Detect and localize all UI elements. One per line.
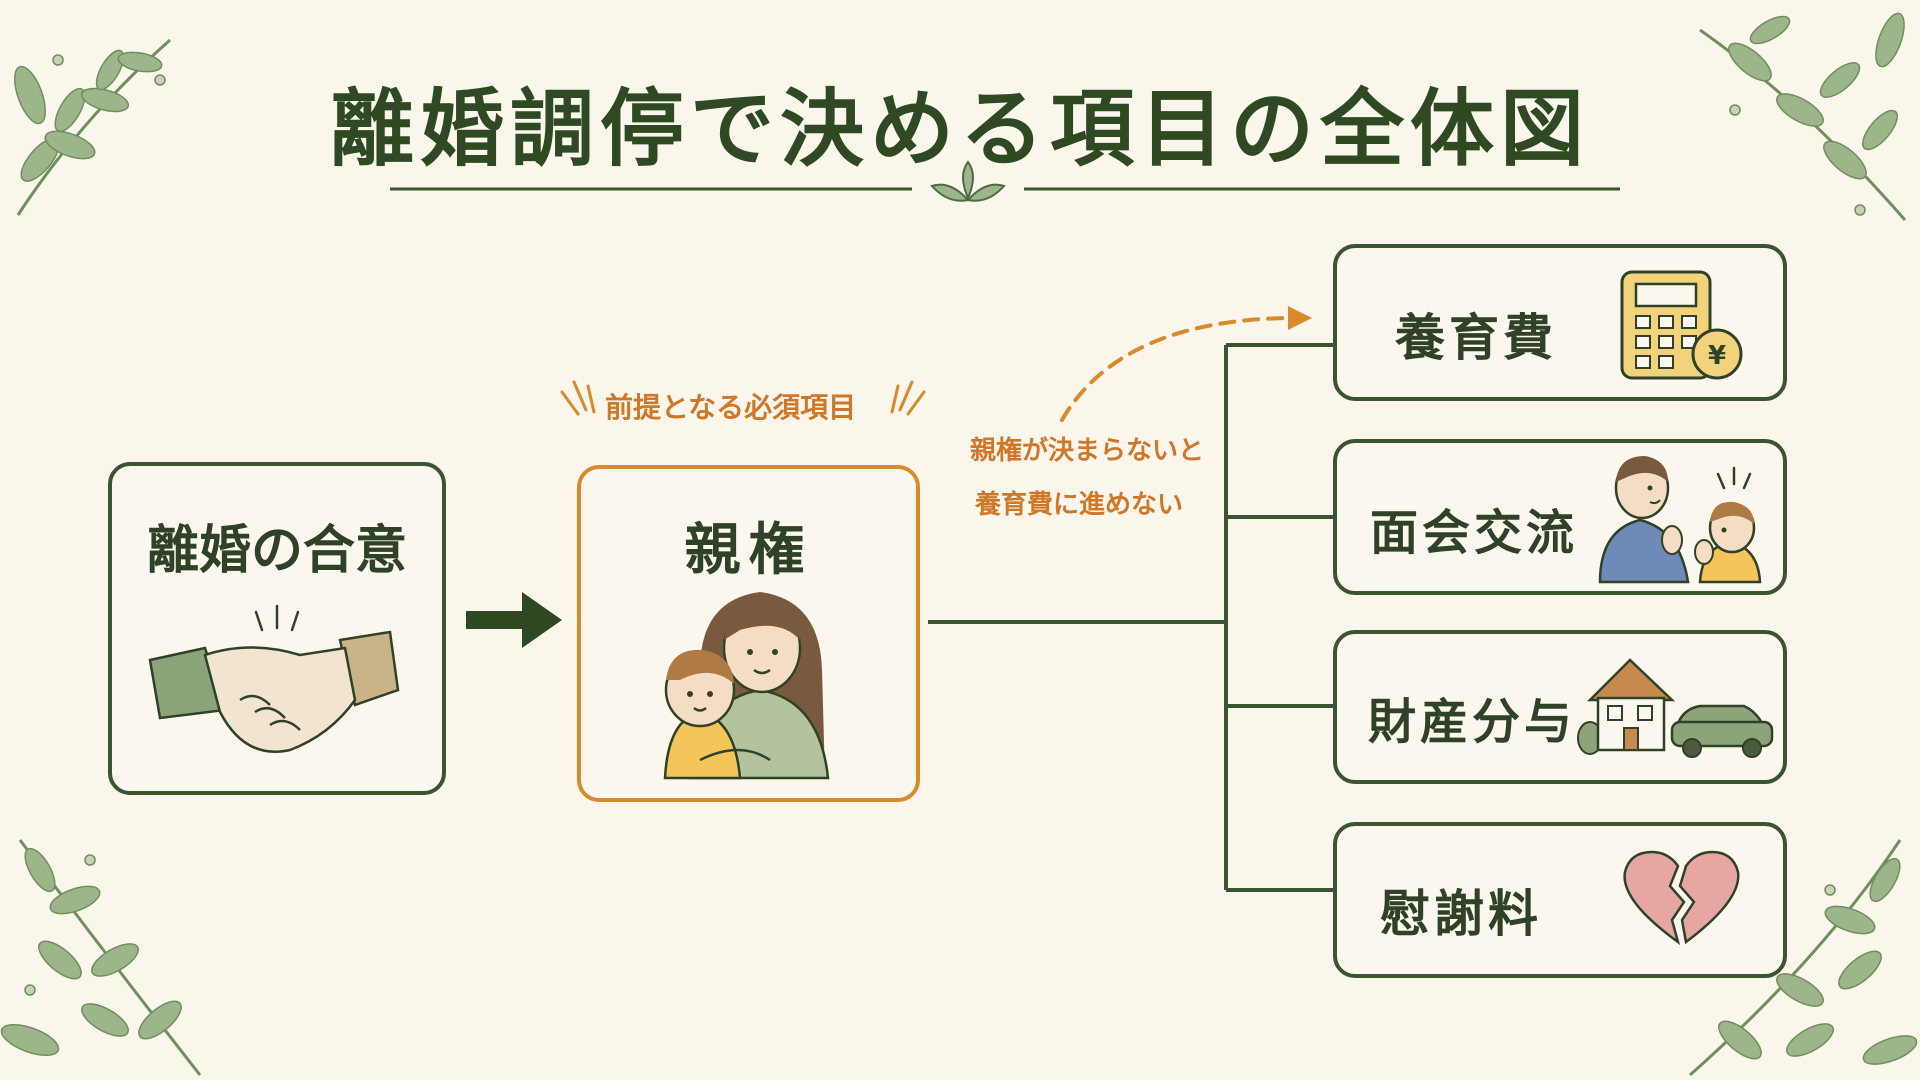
arrow-right-icon (466, 592, 562, 648)
node-consolation-money-label: 慰謝料 (1380, 885, 1542, 943)
custody-dependency-note-line1: 親権が決まらないと (970, 436, 1205, 466)
sprout-icon (930, 160, 1006, 202)
node-divorce-agreement-label: 離婚の合意 (146, 521, 407, 581)
node-property-division-label: 財産分与 (1368, 694, 1577, 750)
node-custody-label: 親権 (684, 518, 813, 583)
custody-prerequisite-badge: 前提となる必須項目 (605, 391, 857, 424)
svg-text:¥: ¥ (1708, 341, 1726, 371)
page-title: 離婚調停で決める項目の全体図 (329, 80, 1590, 178)
node-visitation-label: 面会交流 (1370, 505, 1579, 561)
node-child-support-label: 養育費 (1395, 309, 1557, 367)
custody-dependency-note-line2: 養育費に進めない (975, 490, 1184, 520)
